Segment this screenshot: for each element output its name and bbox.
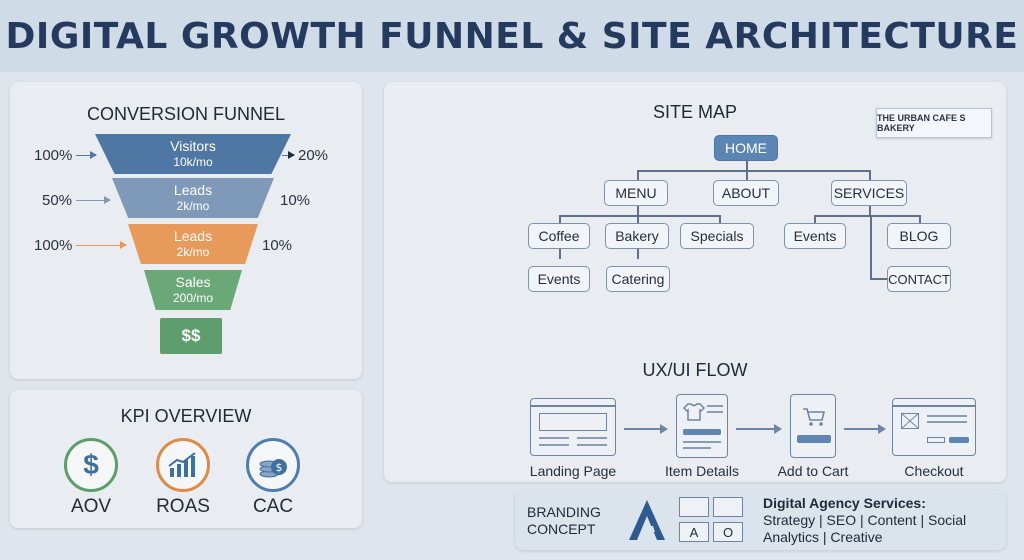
add-to-cart-wireframe xyxy=(790,394,836,458)
item-details-wireframe xyxy=(676,394,728,458)
connector xyxy=(870,278,888,280)
agency-services: Digital Agency Services: Strategy | SEO … xyxy=(763,495,966,545)
connector xyxy=(559,249,561,259)
connector xyxy=(559,215,719,217)
connector xyxy=(559,215,561,223)
checkout-wireframe xyxy=(892,398,976,456)
funnel-stage-sub: 10k/mo xyxy=(173,155,213,170)
sitemap-node-events[interactable]: Events xyxy=(784,223,846,249)
flow-arrow xyxy=(844,425,886,433)
sitemap-node-events-2[interactable]: Events xyxy=(528,266,590,292)
services-title: Digital Agency Services: xyxy=(763,495,926,511)
funnel-arrow xyxy=(76,241,127,249)
funnel-title: CONVERSION FUNNEL xyxy=(86,104,286,124)
connector xyxy=(637,170,869,172)
connector xyxy=(637,249,639,259)
kpi-label-roas: ROAS xyxy=(156,496,210,517)
funnel-right-pct: 20% xyxy=(298,147,329,164)
swatch-2 xyxy=(713,497,743,517)
funnel-stage-leads-2: Leads 2k/mo xyxy=(128,224,258,264)
connector xyxy=(719,215,721,223)
swatch-a: A xyxy=(679,522,709,542)
funnel-stage-label: Leads xyxy=(173,228,213,245)
growth-chart-icon xyxy=(156,438,210,492)
title-bar: DIGITAL GROWTH FUNNEL & SITE ARCHITECTUR… xyxy=(0,0,1024,72)
kpi-label-aov: AOV xyxy=(70,496,112,517)
kpi-panel: KPI OVERVIEW $ AOV ROAS $ CAC xyxy=(10,390,362,528)
flow-label-landing: Landing Page xyxy=(529,463,617,479)
branding-panel: BRANDING CONCEPT A O Digital Agency Serv… xyxy=(515,490,1006,550)
sitemap-panel: SITE MAP THE URBAN CAFE S BAKERY HOME ME… xyxy=(384,82,1006,482)
connector xyxy=(814,215,816,223)
funnel-left-pct: 50% xyxy=(42,192,73,209)
brand-tag: THE URBAN CAFE S BAKERY xyxy=(876,108,992,138)
funnel-right-pct: 10% xyxy=(262,237,293,254)
funnel-right-pct: 10% xyxy=(280,192,311,209)
funnel-stage-label: Sales xyxy=(175,274,211,291)
funnel-stage-label: $$ xyxy=(181,325,201,345)
brand-logo-icon xyxy=(623,496,671,544)
connector xyxy=(869,170,871,180)
page-title: DIGITAL GROWTH FUNNEL & SITE ARCHITECTUR… xyxy=(5,15,1019,57)
connector xyxy=(637,215,639,223)
cart-icon xyxy=(803,408,826,426)
connector xyxy=(637,170,639,180)
funnel-stage-revenue: $$ xyxy=(160,318,222,354)
sitemap-node-blog[interactable]: BLOG xyxy=(887,223,951,249)
connector xyxy=(637,206,639,216)
services-line: Analytics | Creative xyxy=(763,528,883,545)
funnel-line xyxy=(282,151,295,159)
flow-label-item-details: Item Details xyxy=(665,463,739,479)
swatch-1 xyxy=(679,497,709,517)
sitemap-node-services[interactable]: SERVICES xyxy=(831,180,907,206)
connector xyxy=(919,215,921,223)
connector xyxy=(814,215,919,217)
funnel-stage-sub: 2k/mo xyxy=(176,245,210,260)
funnel-stage-sub: 2k/mo xyxy=(176,199,210,214)
funnel-stage-label: Leads xyxy=(173,182,213,199)
services-line: Strategy | SEO | Content | Social xyxy=(763,511,967,528)
funnel-stage-sales: Sales 200/mo xyxy=(144,270,242,310)
funnel-arrow xyxy=(76,151,97,159)
connector xyxy=(869,206,871,216)
sitemap-node-bakery[interactable]: Bakery xyxy=(605,223,669,249)
conversion-funnel-panel: CONVERSION FUNNEL Visitors 10k/mo Leads … xyxy=(10,82,362,379)
sitemap-node-coffee[interactable]: Coffee xyxy=(528,223,590,249)
connector xyxy=(870,216,872,279)
funnel-stage-leads: Leads 2k/mo xyxy=(112,178,274,218)
sitemap-node-about[interactable]: ABOUT xyxy=(713,180,779,206)
branding-concept-line: BRANDING xyxy=(527,504,601,520)
funnel-stage-visitors: Visitors 10k/mo xyxy=(95,134,291,174)
kpi-title: KPI OVERVIEW xyxy=(120,406,252,426)
landing-page-wireframe xyxy=(530,398,616,456)
dollar-icon: $ xyxy=(64,438,118,492)
flow-label-checkout: Checkout xyxy=(904,463,964,479)
sitemap-node-catering[interactable]: Catering xyxy=(606,266,670,292)
coins-icon: $ xyxy=(246,438,300,492)
branding-concept-label: BRANDING CONCEPT xyxy=(527,504,601,538)
connector xyxy=(746,161,748,171)
funnel-left-pct: 100% xyxy=(34,147,73,164)
flow-arrow xyxy=(736,425,782,433)
sitemap-title: SITE MAP xyxy=(652,102,737,122)
kpi-label-cac: CAC xyxy=(252,496,294,517)
flow-label-add-to-cart: Add to Cart xyxy=(777,463,849,479)
swatch-o: O xyxy=(713,522,743,542)
funnel-stage-label: Visitors xyxy=(170,138,216,155)
uxflow-title: UX/UI FLOW xyxy=(642,360,748,380)
funnel-stage-sub: 200/mo xyxy=(172,291,214,306)
sitemap-node-contact[interactable]: CONTACT xyxy=(887,266,951,292)
connector xyxy=(746,170,748,180)
flow-arrow xyxy=(624,425,668,433)
sitemap-node-menu[interactable]: MENU xyxy=(604,180,668,206)
branding-concept-line: CONCEPT xyxy=(527,520,596,537)
sitemap-node-specials[interactable]: Specials xyxy=(680,223,754,249)
funnel-left-pct: 100% xyxy=(34,237,73,254)
brand-tag-text: THE URBAN CAFE S BAKERY xyxy=(877,113,966,133)
funnel-arrow xyxy=(76,196,111,204)
sitemap-node-home[interactable]: HOME xyxy=(714,135,778,161)
svg-text:$: $ xyxy=(276,461,283,474)
